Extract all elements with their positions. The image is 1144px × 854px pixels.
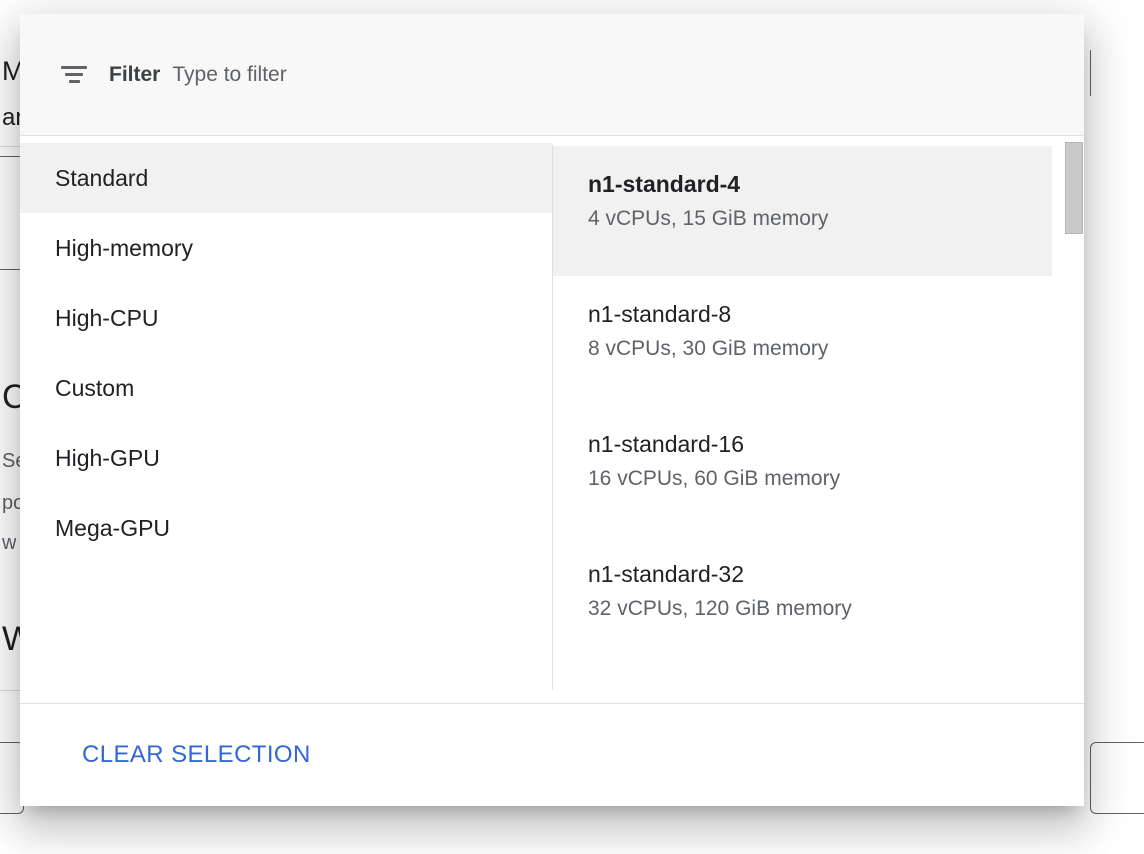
category-item-label: Mega-GPU xyxy=(55,514,171,541)
machine-type-name: n1-standard-16 xyxy=(588,431,744,457)
clear-selection-button[interactable]: CLEAR SELECTION xyxy=(72,733,321,777)
machine-type-item[interactable]: n1-standard-32 32 vCPUs, 120 GiB memory xyxy=(553,536,1052,666)
machine-type-description: 16 vCPUs, 60 GiB memory xyxy=(588,467,841,490)
background-field-edge xyxy=(1090,50,1091,96)
machine-type-picker-dialog: Filter Standard High-memory High-CPU Cus… xyxy=(20,14,1084,806)
scrollbar-thumb[interactable] xyxy=(1065,142,1083,234)
background-divider xyxy=(0,146,22,147)
category-item-label: High-GPU xyxy=(55,444,160,471)
machine-type-name: n1-standard-32 xyxy=(588,561,744,587)
category-item-custom[interactable]: Custom xyxy=(20,353,552,423)
filter-label: Filter xyxy=(109,62,161,86)
category-item-high-gpu[interactable]: High-GPU xyxy=(20,423,552,493)
picker-body: Standard High-memory High-CPU Custom Hig… xyxy=(20,136,1084,703)
filter-input[interactable] xyxy=(172,59,1084,90)
machine-type-list: n1-standard-4 4 vCPUs, 15 GiB memory n1-… xyxy=(553,136,1084,703)
background-text-fragment: M xyxy=(2,56,25,86)
column-divider xyxy=(552,145,553,690)
background-text-fragment: w xyxy=(2,532,17,554)
machine-type-description: 8 vCPUs, 30 GiB memory xyxy=(588,337,829,360)
category-item-high-cpu[interactable]: High-CPU xyxy=(20,283,552,353)
category-item-label: Standard xyxy=(55,164,149,191)
machine-type-item[interactable]: n1-standard-4 4 vCPUs, 15 GiB memory xyxy=(553,146,1052,276)
background-divider xyxy=(0,690,22,691)
background-input-field[interactable] xyxy=(1090,742,1144,814)
machine-type-scrollbar[interactable] xyxy=(1064,136,1084,703)
category-item-mega-gpu[interactable]: Mega-GPU xyxy=(20,493,552,563)
filter-bar: Filter xyxy=(20,14,1084,136)
category-item-label: Custom xyxy=(55,374,135,401)
filter-icon xyxy=(59,64,89,86)
machine-type-description: 4 vCPUs, 15 GiB memory xyxy=(588,207,829,230)
category-item-standard[interactable]: Standard xyxy=(20,143,552,213)
category-list: Standard High-memory High-CPU Custom Hig… xyxy=(20,136,552,703)
category-item-high-memory[interactable]: High-memory xyxy=(20,213,552,283)
machine-type-name: n1-standard-4 xyxy=(588,171,741,197)
category-item-label: High-memory xyxy=(55,234,194,261)
machine-type-item[interactable]: n1-standard-8 8 vCPUs, 30 GiB memory xyxy=(553,276,1052,406)
machine-type-item[interactable]: n1-standard-16 16 vCPUs, 60 GiB memory xyxy=(553,406,1052,536)
machine-type-description: 32 vCPUs, 120 GiB memory xyxy=(588,597,852,620)
category-item-label: High-CPU xyxy=(55,304,159,331)
dialog-footer: CLEAR SELECTION xyxy=(20,703,1084,806)
machine-type-name: n1-standard-8 xyxy=(588,301,732,327)
background-text-fragment: po xyxy=(2,492,25,514)
